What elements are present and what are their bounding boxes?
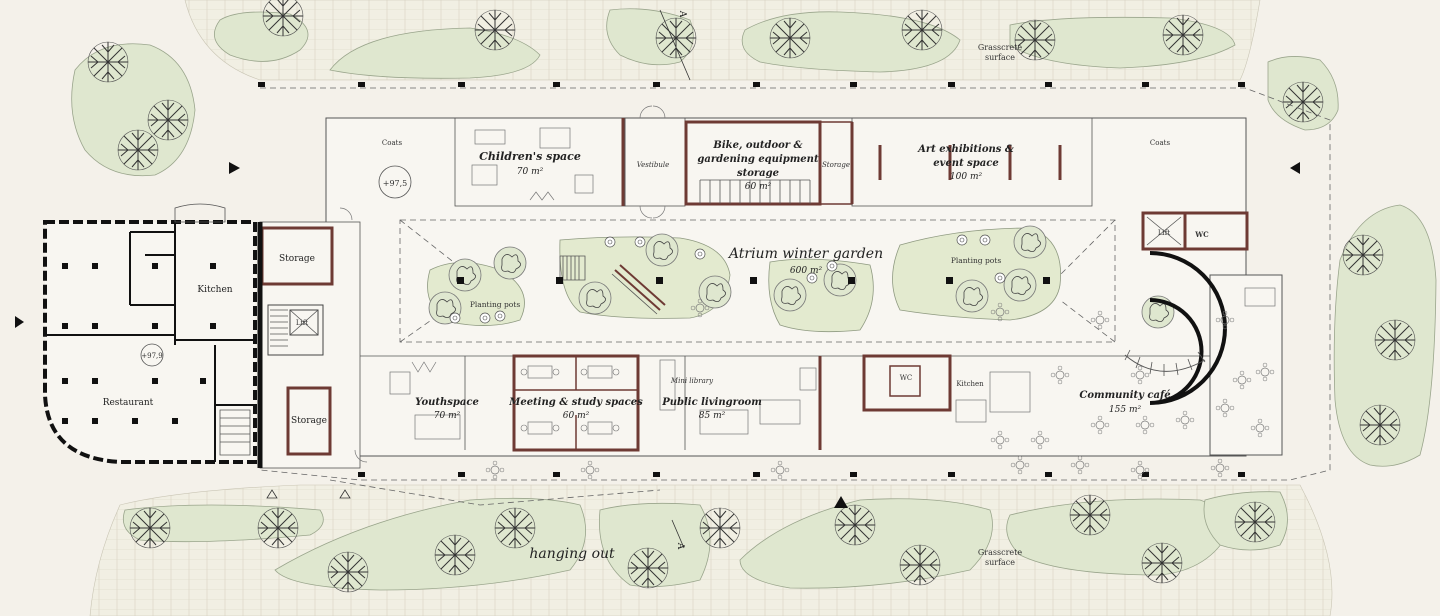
storage-upper-label: Storage	[279, 254, 315, 264]
wc-label-right: WC	[1194, 230, 1209, 239]
bike-storage-label-line3: storage	[737, 168, 779, 179]
atrium-label: Atrium winter garden	[727, 246, 883, 262]
childrens-space-label: Children's space	[479, 150, 581, 163]
storage-small-label: Storage	[822, 161, 850, 169]
youthspace-area: 70 m²	[434, 411, 461, 421]
restaurant-label: Restaurant	[103, 398, 154, 408]
grasscrete-label-bottom-2: surface	[985, 558, 1015, 567]
art-exhibitions-area: 100 m²	[950, 172, 983, 182]
art-exhibitions-label-line1: Art exhibitions &	[917, 144, 1014, 155]
planting-pots-label-left: Planting pots	[470, 300, 521, 309]
level-marker-left: +97,5	[383, 179, 408, 188]
youthspace-label: Youthspace	[415, 397, 479, 408]
planting-pots-label-right: Planting pots	[951, 256, 1002, 265]
public-livingroom-area: 85 m²	[699, 411, 726, 421]
grasscrete-label-top-1: Grasscrete	[978, 43, 1022, 52]
wc-label-center: WC	[900, 374, 913, 382]
bike-storage-label-line2: gardening equipment	[697, 154, 819, 165]
section-marker-bottom: A	[675, 542, 685, 550]
bike-storage-area: 60 m²	[745, 182, 772, 192]
vestibule-label: Vestibule	[637, 161, 670, 169]
coats-label-right: Coats	[1150, 139, 1171, 147]
hanging-out-label: hanging out	[529, 546, 615, 562]
mini-library-label: Mini library	[670, 377, 714, 385]
atrium-area: 600 m²	[790, 266, 823, 276]
meeting-spaces-label: Meeting & study spaces	[508, 397, 643, 408]
cafe-kitchen-label: Kitchen	[956, 380, 984, 388]
lift-label-left: Lift	[296, 319, 308, 327]
grasscrete-label-top-2: surface	[985, 53, 1015, 62]
restaurant-kitchen-label: Kitchen	[197, 285, 232, 295]
bike-storage-label-line1: Bike, outdoor &	[712, 140, 802, 151]
lift-label-right: Lift	[1158, 229, 1170, 237]
community-cafe-area: 155 m²	[1109, 405, 1142, 415]
level-marker-restaurant: +97,9	[141, 352, 162, 360]
childrens-space-area: 70 m²	[517, 167, 544, 177]
storage-lower-label: Storage	[291, 416, 327, 426]
art-exhibitions-label-line2: event space	[933, 158, 998, 169]
meeting-spaces-area: 60 m²	[563, 411, 590, 421]
public-livingroom-label: Public livingroom	[661, 397, 762, 408]
section-marker-top: A	[677, 10, 687, 18]
community-cafe-label: Community café	[1079, 390, 1170, 401]
grasscrete-label-bottom-1: Grasscrete	[978, 548, 1022, 557]
coats-label-left: Coats	[382, 139, 403, 147]
